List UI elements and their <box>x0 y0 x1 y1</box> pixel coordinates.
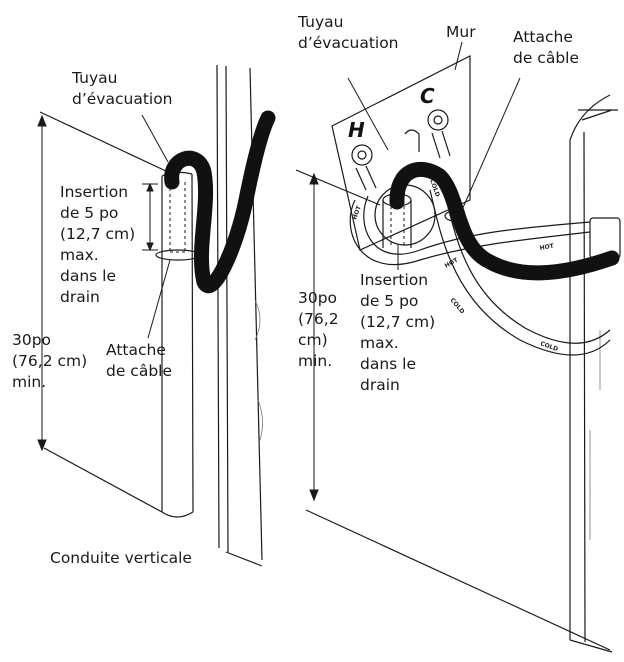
left-floor-line <box>43 447 163 513</box>
left-cable-tie-leader <box>147 259 171 339</box>
hose-tag: COLD <box>448 297 465 316</box>
right-cable-tie-leader <box>461 77 521 211</box>
cold-valve <box>404 109 451 159</box>
right-panel <box>295 41 621 653</box>
wall-leader <box>454 41 463 71</box>
hose-tag: HOT <box>351 204 363 221</box>
left-drain-hose-leader <box>141 114 169 163</box>
left-height-dimension <box>37 114 47 452</box>
left-insertion-dimension <box>142 182 158 252</box>
cold-valve-letter: C <box>420 84 435 108</box>
right-hose-insertion <box>390 206 405 246</box>
right-washer <box>569 94 621 653</box>
right-drain-hose <box>389 161 620 281</box>
left-top-perspective-line <box>39 111 169 173</box>
left-hose-insertion <box>169 182 186 253</box>
right-drain-hose-leader <box>347 77 389 151</box>
magnifier-circle <box>374 184 436 246</box>
hose-tag: HOT <box>444 256 461 270</box>
left-drain-hose <box>164 110 276 294</box>
hot-valve-letter: H <box>348 118 365 142</box>
standpipe-label: Conduite verticale <box>50 549 192 567</box>
hose-tag: HOT <box>539 242 555 252</box>
wall-label: Mur <box>446 23 476 41</box>
left-height-label: 30po(76,2 cm)min. <box>12 331 88 391</box>
right-height-dimension <box>309 172 319 502</box>
right-top-perspective-line <box>295 169 381 206</box>
wall-plate <box>331 55 471 251</box>
left-panel <box>37 64 263 567</box>
right-floor-line <box>305 509 611 651</box>
hot-valve <box>351 144 377 191</box>
water-supply-hoses <box>349 187 611 356</box>
